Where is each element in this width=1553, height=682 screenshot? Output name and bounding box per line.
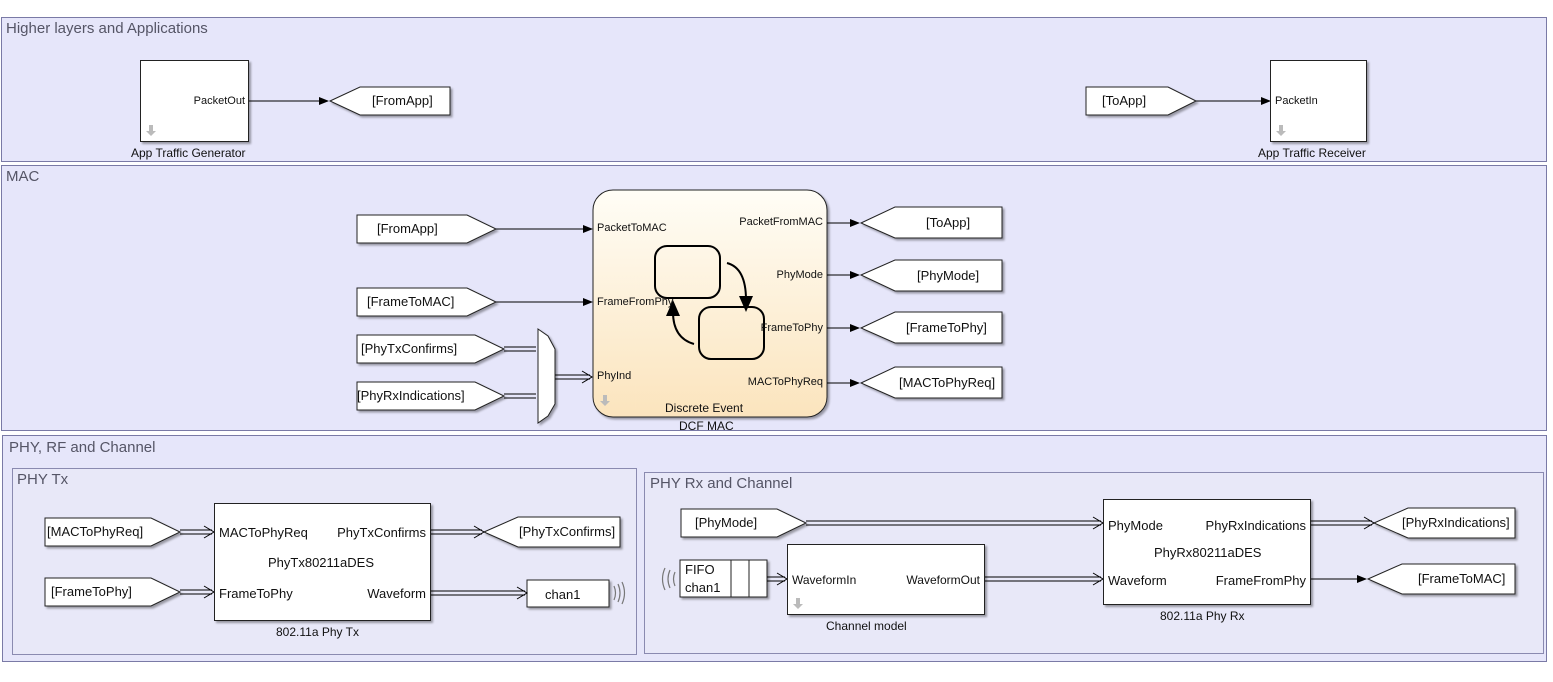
goto-phyrxindications-label[interactable]: [PhyRxIndications] bbox=[1402, 515, 1510, 530]
down-arrow-icon bbox=[600, 395, 610, 407]
goto-fromapp-label[interactable]: [FromApp] bbox=[372, 93, 433, 108]
port-phytxconfirms: PhyTxConfirms bbox=[337, 525, 426, 540]
port-frametophy: FrameToPhy bbox=[760, 322, 823, 334]
down-arrow-icon bbox=[1276, 125, 1286, 137]
from-mactophyreq-label[interactable]: [MACToPhyReq] bbox=[47, 524, 144, 539]
port-packetout: PacketOut bbox=[193, 95, 245, 107]
port-waveformin: WaveformIn bbox=[792, 573, 857, 587]
port-waveformout: WaveformOut bbox=[906, 573, 980, 587]
goto-mactophyreq-label[interactable]: [MACToPhyReq] bbox=[899, 375, 996, 390]
block-subtitle: Discrete Event bbox=[665, 401, 744, 415]
channel-model-name: Channel model bbox=[826, 619, 907, 633]
port-waveform: Waveform bbox=[1108, 573, 1167, 588]
port-mactophyreq: MACToPhyReq bbox=[219, 525, 308, 540]
block-center-label: PhyTx80211aDES bbox=[268, 555, 374, 570]
area-phy-rx-channel[interactable]: PHY Rx and Channel bbox=[644, 472, 1544, 654]
area-title: MAC bbox=[6, 168, 40, 185]
goto-phytxconfirms-label[interactable]: [PhyTxConfirms] bbox=[519, 524, 616, 539]
goto-frametomac-label[interactable]: [FrameToMAC] bbox=[1418, 571, 1506, 586]
goto-frametophy-label[interactable]: [FrameToPhy] bbox=[906, 320, 987, 335]
port-framefromphy: FrameFromPhy bbox=[597, 296, 674, 308]
from-frametophy-label[interactable]: [FrameToPhy] bbox=[51, 584, 132, 599]
from-toapp-label[interactable]: [ToApp] bbox=[1102, 93, 1147, 108]
area-title: PHY Tx bbox=[17, 471, 69, 488]
down-arrow-icon bbox=[146, 125, 156, 137]
phy-tx-name: 802.11a Phy Tx bbox=[276, 625, 359, 639]
port-phyrxindications: PhyRxIndications bbox=[1205, 518, 1306, 533]
phy-rx-name: 802.11a Phy Rx bbox=[1160, 609, 1245, 623]
phy-rx-block[interactable]: PhyMode Waveform PhyRxIndications FrameF… bbox=[1103, 499, 1311, 605]
port-phymode: PhyMode bbox=[1108, 518, 1163, 533]
port-phymode: PhyMode bbox=[776, 269, 823, 281]
fifo-label: FIFO bbox=[685, 562, 715, 577]
port-mactophyreq: MACToPhyReq bbox=[747, 376, 823, 388]
port-packettomac: PacketToMAC bbox=[597, 222, 667, 234]
fifo-channel-label: chan1 bbox=[685, 580, 721, 595]
port-packetfrommac: PacketFromMAC bbox=[739, 216, 823, 228]
port-phyind: PhyInd bbox=[597, 370, 632, 382]
port-packetin: PacketIn bbox=[1275, 95, 1318, 107]
app-traffic-receiver-block[interactable]: PacketIn bbox=[1270, 60, 1367, 142]
from-fromapp-label[interactable]: [FromApp] bbox=[377, 221, 438, 236]
from-phymode-label[interactable]: [PhyMode] bbox=[695, 515, 758, 530]
block-center-label: PhyRx80211aDES bbox=[1154, 545, 1262, 560]
app-traffic-receiver-name: App Traffic Receiver bbox=[1258, 146, 1366, 160]
dcf-mac-name: DCF MAC bbox=[679, 419, 734, 433]
port-waveform: Waveform bbox=[367, 586, 426, 601]
channel-send-label[interactable]: chan1 bbox=[545, 587, 581, 602]
channel-model-block[interactable]: WaveformIn WaveformOut bbox=[787, 544, 985, 615]
area-title: PHY, RF and Channel bbox=[9, 439, 156, 456]
dcf-mac-block[interactable]: PacketToMAC FrameFromPhy PhyInd PacketFr… bbox=[593, 190, 827, 417]
area-title: PHY Rx and Channel bbox=[650, 475, 793, 492]
port-framefromphy: FrameFromPhy bbox=[1215, 573, 1306, 588]
from-phyrxindications-label[interactable]: [PhyRxIndications] bbox=[357, 388, 465, 403]
phy-tx-block[interactable]: MACToPhyReq FrameToPhy PhyTxConfirms Wav… bbox=[214, 503, 431, 621]
from-frametomac-label[interactable]: [FrameToMAC] bbox=[367, 294, 455, 309]
from-phytxconfirms-label[interactable]: [PhyTxConfirms] bbox=[361, 341, 458, 356]
port-frametophy: FrameToPhy bbox=[219, 586, 293, 601]
app-traffic-generator-block[interactable]: PacketOut bbox=[140, 60, 249, 142]
goto-phymode-label[interactable]: [PhyMode] bbox=[917, 268, 980, 283]
app-traffic-generator-name: App Traffic Generator bbox=[131, 146, 246, 160]
goto-toapp-label[interactable]: [ToApp] bbox=[926, 215, 971, 230]
area-title: Higher layers and Applications bbox=[6, 20, 208, 37]
down-arrow-icon bbox=[793, 598, 803, 610]
